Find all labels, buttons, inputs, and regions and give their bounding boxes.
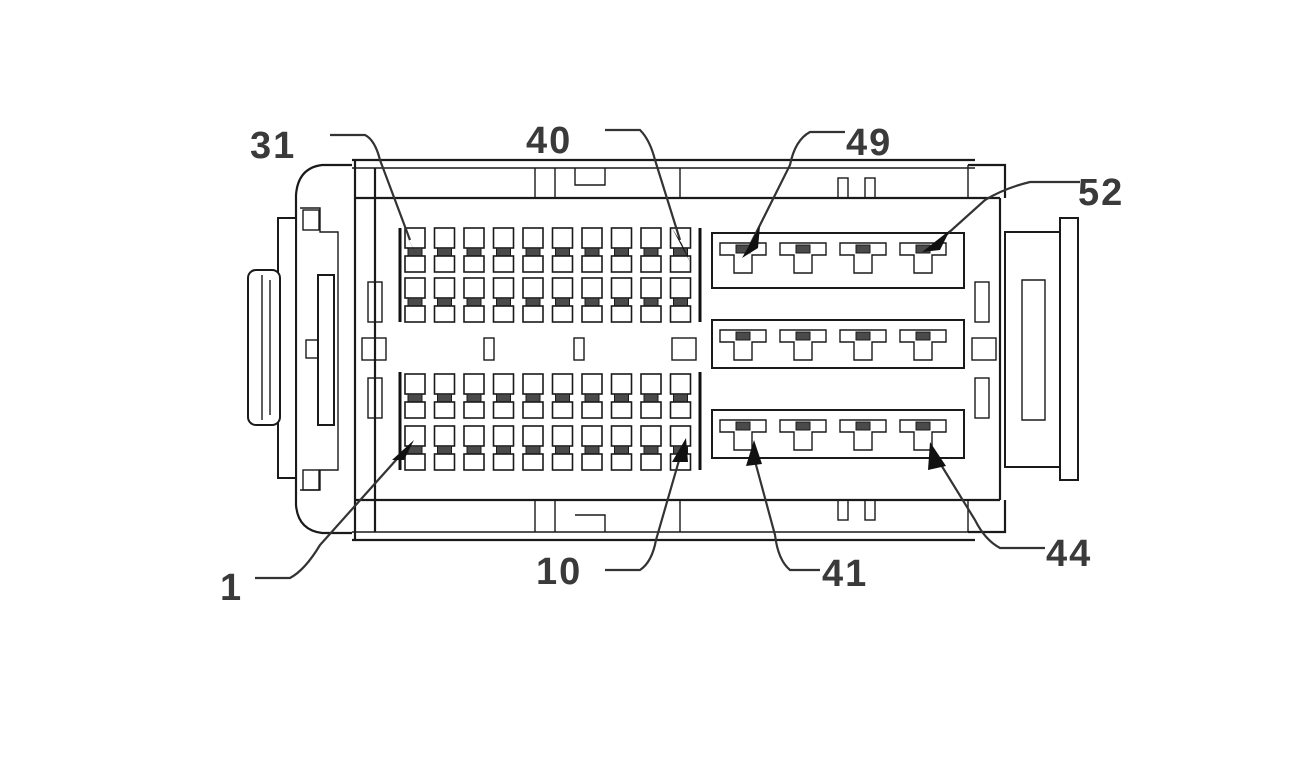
small-pin — [581, 277, 603, 323]
large-pin — [899, 329, 947, 361]
label-pin-10: 10 — [536, 551, 582, 593]
small-pin — [433, 373, 456, 419]
small-pin — [522, 373, 544, 419]
large-pin — [719, 329, 767, 361]
large-pin — [779, 329, 827, 361]
small-pin — [610, 425, 633, 471]
label-pin-41: 41 — [822, 553, 868, 595]
callout-leaders — [255, 128, 1080, 580]
small-pin — [551, 277, 574, 323]
large-pin-block — [711, 232, 965, 459]
small-pin — [610, 373, 633, 419]
small-pin — [610, 227, 633, 273]
small-pin — [463, 373, 485, 419]
small-pin-block — [404, 227, 692, 471]
label-pin-31: 31 — [250, 125, 296, 167]
small-pin — [669, 277, 692, 323]
small-pin — [640, 277, 662, 323]
small-pin — [433, 425, 456, 471]
small-pin — [581, 373, 603, 419]
small-pin — [463, 425, 485, 471]
small-pin — [522, 277, 544, 323]
small-pin — [463, 227, 485, 273]
small-pin — [492, 277, 515, 323]
small-pin — [492, 227, 515, 273]
label-pin-44: 44 — [1046, 533, 1092, 575]
small-pin — [522, 227, 544, 273]
small-pin — [404, 373, 426, 419]
small-pin — [404, 425, 426, 471]
large-pin — [839, 419, 887, 451]
large-pin-row — [711, 232, 965, 289]
small-pin — [640, 227, 662, 273]
label-pin-52: 52 — [1078, 172, 1124, 214]
small-pin — [551, 227, 574, 273]
large-pin — [839, 242, 887, 274]
small-pin — [551, 425, 574, 471]
small-pin — [581, 425, 603, 471]
small-pin — [669, 373, 692, 419]
small-pin — [492, 425, 515, 471]
large-pin — [779, 242, 827, 274]
small-pin — [610, 277, 633, 323]
small-pin — [581, 227, 603, 273]
small-pin — [492, 373, 515, 419]
label-pin-1: 1 — [220, 567, 243, 609]
small-pin — [463, 277, 485, 323]
large-pin-row — [711, 409, 965, 459]
connector-housing — [247, 158, 1079, 542]
large-pin — [779, 419, 827, 451]
small-pin — [522, 425, 544, 471]
label-pin-40: 40 — [526, 120, 572, 162]
large-pin-row — [711, 319, 965, 369]
small-pin — [640, 373, 662, 419]
large-pin — [839, 329, 887, 361]
small-pin — [404, 277, 426, 323]
small-pin — [551, 373, 574, 419]
small-pin — [433, 277, 456, 323]
small-pin — [640, 425, 662, 471]
pin-labels: 31 40 49 52 1 10 41 44 — [220, 120, 1124, 609]
small-pin — [669, 227, 692, 273]
small-pin — [404, 227, 426, 273]
small-pin — [433, 227, 456, 273]
label-pin-49: 49 — [846, 122, 892, 164]
